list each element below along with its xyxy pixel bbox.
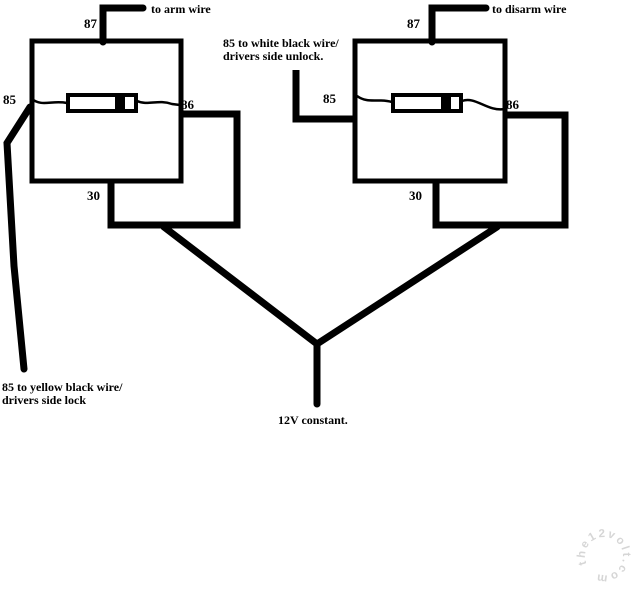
- lock-wire-note: 85 to yellow black wire/ drivers side lo…: [2, 381, 122, 407]
- unlock-wire-note-line1: 85 to white black wire/: [223, 36, 339, 50]
- relay-left-pin87-label: 87: [84, 16, 97, 31]
- relay-left-pin86-label: 86: [181, 97, 194, 112]
- relay-left-pin87-wire: [99, 4, 147, 46]
- relay-right-pin87-wire: [428, 4, 490, 46]
- relay-left-pin30-label: 30: [87, 188, 100, 203]
- relay-left-pin85-wire: [3, 103, 34, 373]
- wire-right-to-junction: [313, 223, 501, 348]
- arm-wire-note: to arm wire: [151, 2, 211, 16]
- relay-left-pin86-pin30-wire: [107, 110, 241, 229]
- unlock-wire-note: 85 to white black wire/ drivers side unl…: [223, 37, 339, 63]
- watermark-stamp: the12volt.com: [567, 518, 640, 593]
- lock-wire-note-line2: drivers side lock: [2, 393, 86, 407]
- relay-right-coil-lead-85: [356, 94, 393, 104]
- lock-wire-note-line1: 85 to yellow black wire/: [2, 380, 123, 394]
- wire-left-to-junction: [160, 223, 321, 348]
- relay-right-pin85-wire: [292, 70, 354, 123]
- svg-text:the12volt.com: the12volt.com: [567, 518, 640, 593]
- relay-left-coil: [66, 93, 138, 113]
- relay-left-coil-bar: [115, 93, 125, 113]
- relay-right-pin87-label: 87: [407, 16, 420, 31]
- relay-right-coil-bar: [441, 93, 451, 113]
- relay-right-coil-lead-86: [461, 98, 506, 111]
- power-12v-label: 12V constant.: [278, 413, 348, 427]
- watermark-text: the12volt.com: [567, 518, 640, 593]
- relay-left-coil-lead-86: [136, 99, 181, 107]
- relay-right-pin85-label: 85: [323, 91, 336, 106]
- relay-left-coil-lead-85: [31, 97, 68, 105]
- relay-right-pin86-label: 86: [506, 97, 519, 112]
- relay-left-pin85-label: 85: [3, 92, 16, 107]
- relay-right-pin86-pin30-wire: [432, 111, 569, 229]
- unlock-wire-note-line2: drivers side unlock.: [223, 49, 324, 63]
- disarm-wire-note: to disarm wire: [492, 2, 567, 16]
- relay-right-pin30-label: 30: [409, 188, 422, 203]
